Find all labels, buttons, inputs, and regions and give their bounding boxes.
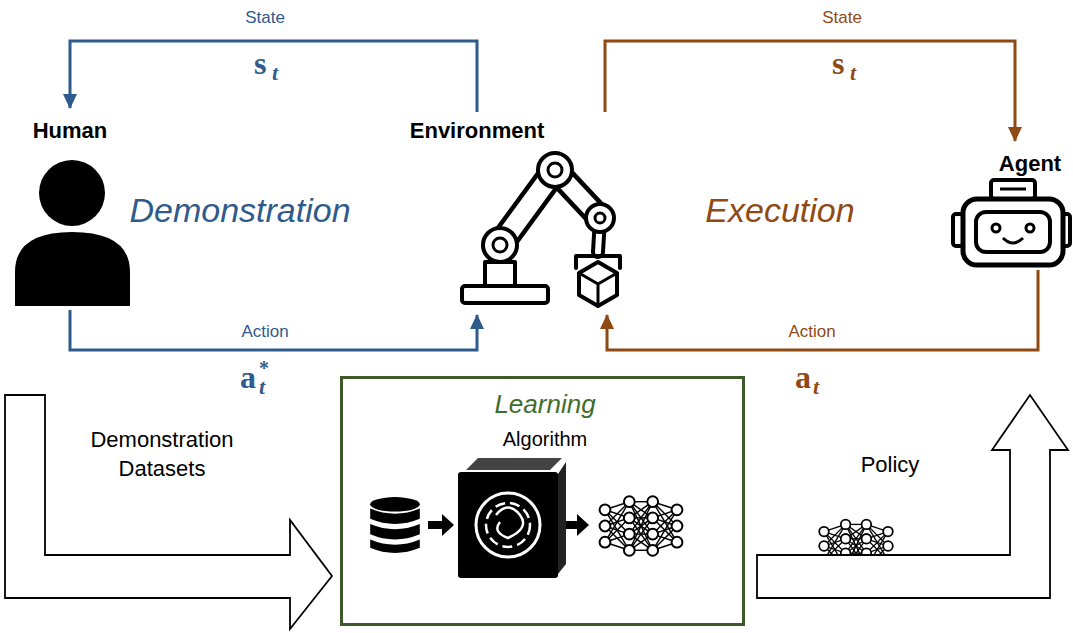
environment-node: Environment [400,112,620,305]
learning-box: LearningAlgorithm [340,376,745,626]
math-subscript: t [850,60,856,86]
loop-arrow [70,41,477,112]
math-symbol: s [832,44,844,82]
human-node: Human [10,112,135,310]
edge-label: Demonstration Datasets [62,426,262,483]
loop-arrow [605,41,1015,141]
human-icon [15,160,130,306]
node-title: Environment [410,118,544,144]
node-title: Agent [999,151,1061,177]
edge-label: Action [788,322,835,342]
edge-label: Action [241,322,288,342]
box-heading: Learning [494,389,595,420]
agent-node: Agent [948,145,1070,270]
loop-arrow [607,270,1038,350]
math-subscript: t [259,374,265,400]
hollow-arrow [757,395,1068,598]
loop-arrow [70,310,477,350]
hollow-arrow [5,395,332,629]
math-symbol: a [240,358,256,396]
phase-label: Execution [705,190,854,231]
edge-label: State [822,8,862,28]
edge-label: State [245,8,285,28]
network-icon [600,496,683,555]
math-subscript: t [813,374,819,400]
database-icon [370,497,420,553]
agent-robot-icon [953,180,1070,265]
box-subheading: Algorithm [503,427,587,451]
phase-label: Demonstration [129,190,350,231]
math-symbol: a [795,358,811,396]
algorithm-cube-icon [458,458,566,578]
robot-arm-icon [462,153,620,306]
edge-label: Policy [861,452,920,478]
math-symbol: s [254,44,266,82]
math-subscript: t [272,60,278,86]
node-title: Human [33,118,108,144]
